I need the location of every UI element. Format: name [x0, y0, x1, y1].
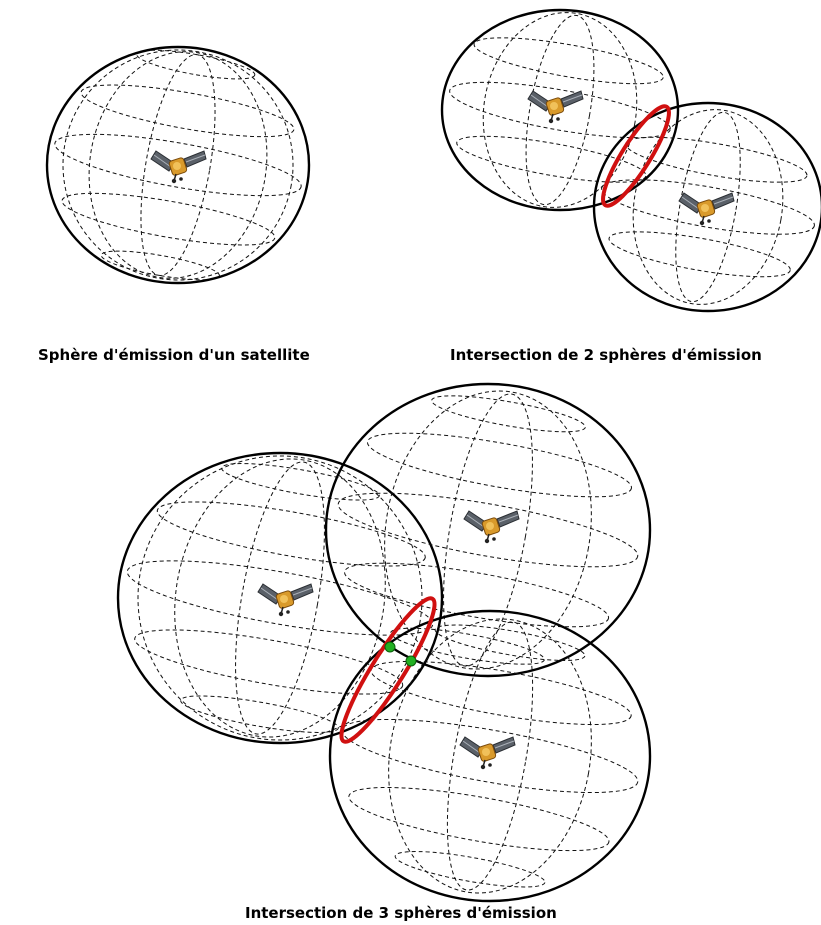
sphere-2b	[592, 101, 821, 313]
sphere-2b-outline	[592, 101, 821, 313]
sphere-3b-grid	[337, 390, 639, 670]
sphere-3b-outline	[324, 382, 652, 678]
satellite-icon	[527, 90, 584, 124]
sphere-2a	[440, 8, 680, 212]
sphere-3a-grid	[126, 455, 434, 741]
sphere-1-outline	[45, 45, 311, 285]
caption-one-sphere: Sphère d'émission d'un satellite	[38, 346, 310, 364]
sphere-1	[45, 45, 311, 285]
sphere-3c	[328, 609, 652, 903]
satellite-icon	[150, 150, 207, 184]
caption-two-spheres: Intersection de 2 sphères d'émission	[450, 346, 762, 364]
sphere-3a-outline	[116, 451, 444, 745]
caption-three-spheres: Intersection de 3 sphères d'émission	[245, 904, 557, 922]
sphere-3a	[116, 451, 444, 745]
sphere-3b	[324, 382, 652, 678]
satellite-icon	[678, 192, 735, 226]
intersection-circle-three-spheres	[339, 596, 437, 744]
solution-point-2	[405, 655, 417, 667]
solution-point-1	[384, 641, 396, 653]
intersection-circle-two-spheres	[601, 104, 671, 208]
sphere-2a-outline	[440, 8, 680, 212]
satellite-icon	[463, 510, 520, 544]
satellite-icon	[257, 583, 314, 617]
satellite-icon	[459, 736, 516, 770]
sphere-3c-outline	[328, 609, 652, 903]
